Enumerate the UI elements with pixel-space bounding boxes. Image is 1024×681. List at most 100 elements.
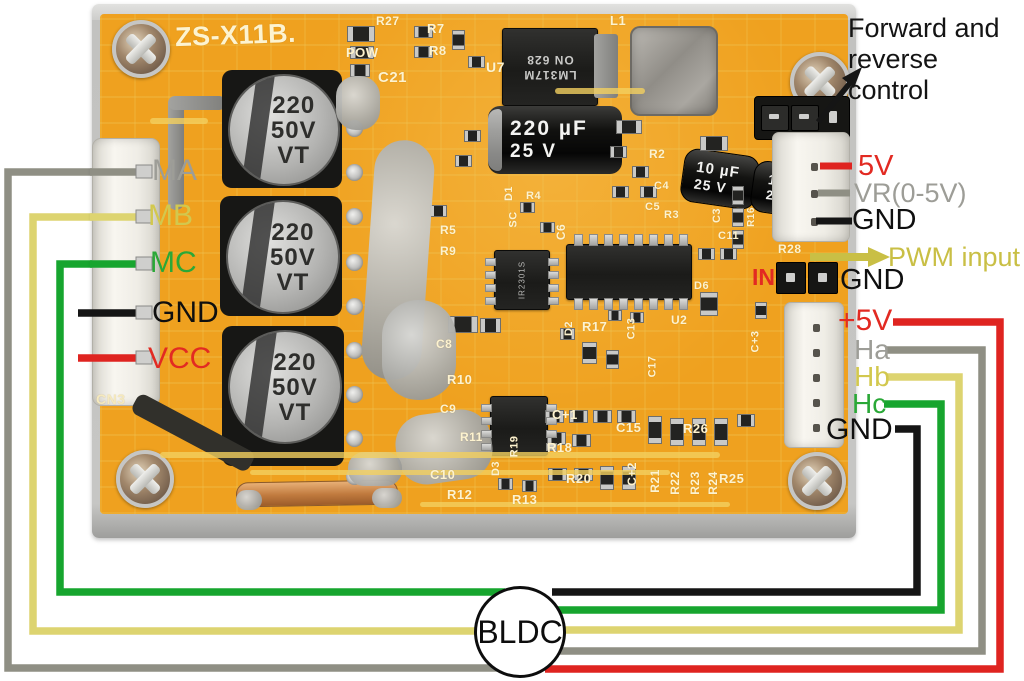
smd-component (480, 318, 501, 333)
wire-plus5v (545, 318, 1004, 673)
chip-pin (481, 417, 492, 425)
smd-component (540, 222, 555, 233)
metal-clip (168, 96, 226, 110)
regulator-tab (594, 34, 618, 98)
silkscreen-label: R12 (447, 487, 473, 502)
smd-component (350, 46, 374, 59)
pin-label-5v: 5V (858, 150, 894, 182)
solder-pad (346, 342, 363, 359)
silkscreen-label: C+1 (552, 407, 578, 422)
chip-pin (649, 298, 658, 310)
silkscreen-label: R9 (440, 244, 457, 258)
solder-blob (336, 76, 380, 130)
smd-component (732, 230, 744, 249)
silkscreen-label: C4 (654, 180, 670, 192)
silkscreen-label: C15 (616, 420, 642, 435)
smd-component (632, 166, 649, 178)
silkscreen-label: R26 (683, 421, 709, 436)
pin-label-gnd-left: GND (152, 296, 219, 329)
chip-pin (481, 404, 492, 412)
smd-component (606, 350, 619, 369)
smd-component (452, 30, 465, 50)
chip-pin (546, 430, 557, 438)
screw-bottom-left (116, 450, 174, 508)
wire-hb (560, 373, 963, 634)
pcb-trace (420, 502, 730, 507)
silkscreen-label: C5 (645, 201, 661, 213)
silkscreen-label: R5 (440, 223, 457, 237)
smd-component (732, 186, 744, 205)
silkscreen-label: R25 (719, 471, 745, 486)
jumper-arrow-shaft (815, 81, 853, 124)
chip-pin (485, 258, 496, 266)
silkscreen-label: R7 (427, 21, 445, 36)
smd-component (593, 410, 612, 423)
smd-component (755, 302, 767, 319)
silkscreen-label: C8 (436, 337, 453, 351)
smd-component (698, 248, 715, 260)
pin-label-mb: MB (148, 199, 193, 232)
solder-pad (346, 208, 363, 225)
pin-crimp (135, 164, 153, 179)
pwm-in-label: IN (752, 264, 775, 290)
chip-pin (604, 298, 613, 310)
chip-pin (546, 404, 557, 412)
pin-crimp (135, 209, 153, 224)
chip-pin (485, 271, 496, 279)
inductor-l1 (630, 26, 718, 116)
silkscreen-label: POW (346, 45, 379, 60)
chip-pin (548, 297, 559, 305)
smd-component (612, 186, 629, 198)
smd-component (670, 418, 684, 446)
capacitor-220uf-25v: 220 µF 25 V (488, 106, 622, 174)
smd-component (414, 46, 433, 58)
chip-pin (664, 298, 673, 310)
chip-pin (649, 234, 658, 246)
smd-component (582, 342, 597, 364)
ic-soic8 (490, 396, 548, 456)
chip-pin (548, 271, 559, 279)
ic-driver (566, 244, 692, 300)
chip-pin (634, 298, 643, 310)
smd-component (640, 186, 657, 198)
chip-pin (481, 443, 492, 451)
pwm-input-header (776, 262, 838, 294)
smd-component (737, 414, 755, 427)
smd-component (347, 26, 375, 42)
wire-mb (29, 213, 505, 635)
pin-label-mc: MC (150, 246, 197, 279)
chip-pin (548, 284, 559, 292)
smd-component (468, 56, 485, 68)
smd-component (569, 410, 588, 423)
forward-reverse-note: Forward and reverse control (848, 13, 1000, 105)
smd-component (700, 136, 728, 151)
chip-pin (574, 298, 583, 310)
chip-pin (679, 298, 688, 310)
pin-label-ma: MA (152, 154, 197, 187)
silkscreen-label: R13 (512, 492, 538, 507)
smd-component (520, 202, 535, 213)
pin-label-gnd-vr: GND (852, 204, 917, 236)
wire-ma (4, 168, 500, 672)
pwm-arrow-head (868, 247, 890, 267)
pin-label-ha: Ha (854, 334, 890, 365)
pin-label-vcc: VCC (148, 342, 212, 375)
chip-pin (619, 298, 628, 310)
chip-pin (604, 234, 613, 246)
wire-gnd-right (552, 425, 921, 596)
pin-label-plus5v: +5V (838, 304, 893, 337)
solder-pad (346, 298, 363, 315)
pwm-gnd-label: GND (840, 264, 905, 296)
silkscreen-label: R18 (547, 440, 573, 455)
chip-pin (619, 234, 628, 246)
smd-component (560, 328, 575, 340)
silkscreen-label: C9 (440, 402, 457, 416)
chip-pin (664, 234, 673, 246)
silkscreen-label: C10 (430, 467, 456, 482)
hall-sensor-connector (784, 302, 844, 448)
silkscreen-label: U7 (486, 59, 505, 75)
